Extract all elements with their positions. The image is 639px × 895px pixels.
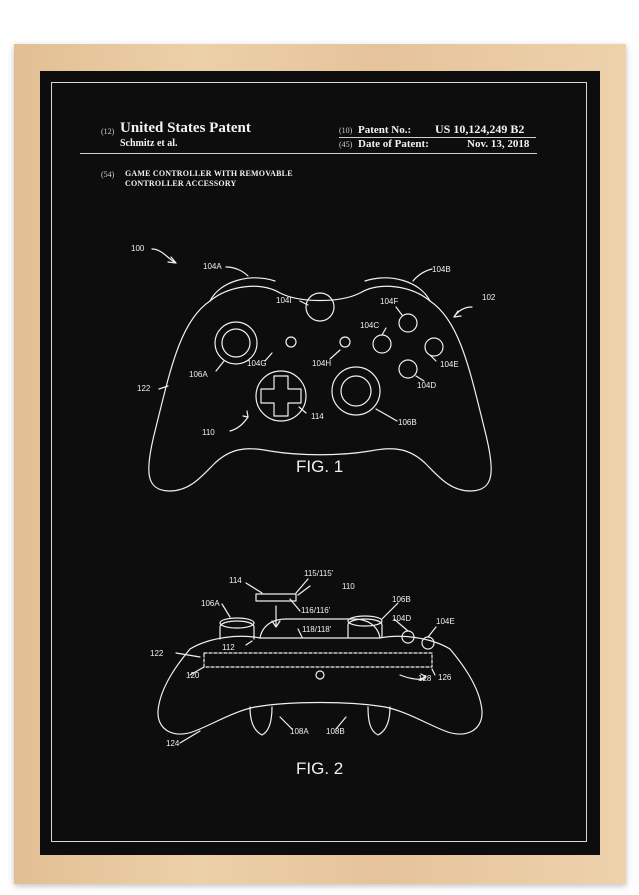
patent-poster: (12) United States Patent Schmitz et al.… bbox=[40, 71, 600, 855]
fig1-controller-body bbox=[148, 285, 492, 492]
patent-heading: United States Patent bbox=[120, 120, 251, 136]
fig2-label-104E: 104E bbox=[436, 617, 455, 626]
fig2-label-115: 115/115' bbox=[304, 569, 334, 578]
patent-drawings: 100 104A 104B 102 104I 104F 104C 104G 10… bbox=[131, 244, 496, 778]
fig2-left-stick bbox=[219, 620, 255, 640]
fig2-label-106B: 106B bbox=[392, 595, 411, 604]
fig1-caption: FIG. 1 bbox=[296, 457, 343, 476]
fig1-left-stick-outer bbox=[214, 321, 258, 365]
patent-no-label: Patent No.: bbox=[358, 124, 412, 136]
fig1-label-104B: 104B bbox=[432, 265, 451, 274]
fig2-accessory-slot bbox=[203, 652, 433, 668]
fig2-label-120: 120 bbox=[186, 671, 200, 680]
left-code: (12) bbox=[101, 127, 115, 136]
invention-title-line1: GAME CONTROLLER WITH REMOVABLE bbox=[125, 169, 293, 178]
fig1-label-122: 122 bbox=[137, 384, 151, 393]
fig1-label-104G: 104G bbox=[247, 359, 267, 368]
fig2-label-108B: 108B bbox=[326, 727, 345, 736]
fig2-caption: FIG. 2 bbox=[296, 759, 343, 778]
fig1-label-110: 110 bbox=[202, 428, 215, 437]
fig2-trigger-right bbox=[367, 706, 391, 736]
fig1-right-stick-outer bbox=[331, 366, 381, 416]
fig2-label-126: 126 bbox=[438, 673, 452, 682]
fig2-label-108A: 108A bbox=[290, 727, 309, 736]
fig1-label-104C: 104C bbox=[360, 321, 379, 330]
invention-title-line2: CONTROLLER ACCESSORY bbox=[125, 179, 237, 188]
fig2-label-106A: 106A bbox=[201, 599, 220, 608]
fig1-label-104F: 104F bbox=[380, 297, 398, 306]
fig1-bumper-left bbox=[209, 277, 276, 302]
fig1-dpad-ring bbox=[255, 370, 307, 422]
fig1-button-y bbox=[398, 313, 418, 333]
fig1-button-b bbox=[424, 337, 444, 357]
fig1-left-stick-inner bbox=[221, 328, 251, 358]
fig1-label-104D: 104D bbox=[417, 381, 436, 390]
patent-no-value: US 10,124,249 B2 bbox=[435, 122, 525, 136]
header-rule-2 bbox=[80, 153, 537, 154]
title-code: (54) bbox=[101, 170, 115, 179]
date-value: Nov. 13, 2018 bbox=[467, 138, 530, 150]
fig1-label-104E: 104E bbox=[440, 360, 459, 369]
fig1-bumper-right bbox=[364, 277, 431, 302]
fig2-controller-body bbox=[157, 635, 483, 735]
fig2-label-104D: 104D bbox=[392, 614, 411, 623]
fig1-label-104H: 104H bbox=[312, 359, 331, 368]
fig2-label-128: 128 bbox=[418, 674, 432, 683]
fig1-menu-button bbox=[339, 336, 351, 348]
fig1-label-104I: 104I bbox=[276, 296, 292, 305]
fig1-label-114: 114 bbox=[311, 412, 324, 421]
fig2-label-118: 118/118' bbox=[302, 625, 332, 634]
fig1-guide-button bbox=[305, 292, 335, 322]
inventor-name: Schmitz et al. bbox=[120, 138, 178, 149]
fig1-label-102: 102 bbox=[482, 293, 496, 302]
fig1-view-button bbox=[285, 336, 297, 348]
fig1-label-100: 100 bbox=[131, 244, 145, 253]
fig1-label-106A: 106A bbox=[189, 370, 208, 379]
fig2-label-116: 116/116' bbox=[301, 606, 331, 615]
fig2-label-114: 114 bbox=[229, 576, 242, 585]
fig1-label-104A: 104A bbox=[203, 262, 222, 271]
fig2-label-122: 122 bbox=[150, 649, 164, 658]
fig1-dpad bbox=[260, 375, 302, 417]
date-code: (45) bbox=[339, 140, 353, 149]
fig1-button-a bbox=[398, 359, 418, 379]
patent-no-code: (10) bbox=[339, 126, 353, 135]
fig1-button-x bbox=[372, 334, 392, 354]
fig2-dpad-accessory bbox=[255, 593, 297, 602]
fig2-right-stick bbox=[347, 618, 383, 638]
fig2-trigger-left bbox=[249, 706, 273, 736]
date-label: Date of Patent: bbox=[358, 138, 429, 150]
fig2-label-124: 124 bbox=[166, 739, 180, 748]
fig2-label-110: 110 bbox=[342, 582, 355, 591]
poster-border bbox=[51, 82, 587, 842]
header-rule-1 bbox=[339, 137, 536, 138]
fig1-label-106B: 106B bbox=[398, 418, 417, 427]
fig2-label-112: 112 bbox=[222, 643, 235, 652]
fig1-right-stick-inner bbox=[340, 375, 372, 407]
